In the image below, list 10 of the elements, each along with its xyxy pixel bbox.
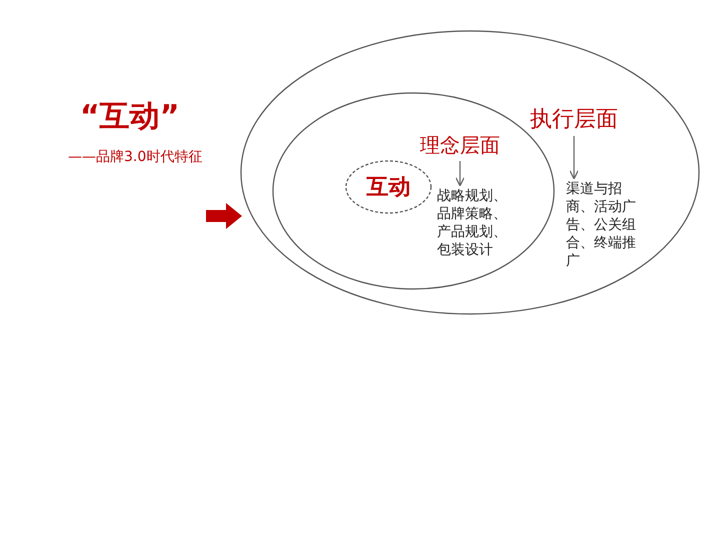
subtitle: ——品牌3.0时代特征 [68,148,202,166]
arrow [569,136,579,180]
title: “互动” [80,98,180,136]
ellipse [240,30,700,315]
text-list: 渠道与招商、活动广告、公关组合、终端推广 [566,180,642,270]
text-list: 战略规划、品牌策略、产品规划、包装设计 [437,187,513,259]
heading: 理念层面 [420,132,500,159]
heading: 执行层面 [530,104,618,134]
dashed-ellipse: 互动 [345,160,432,214]
arrow [455,161,465,186]
